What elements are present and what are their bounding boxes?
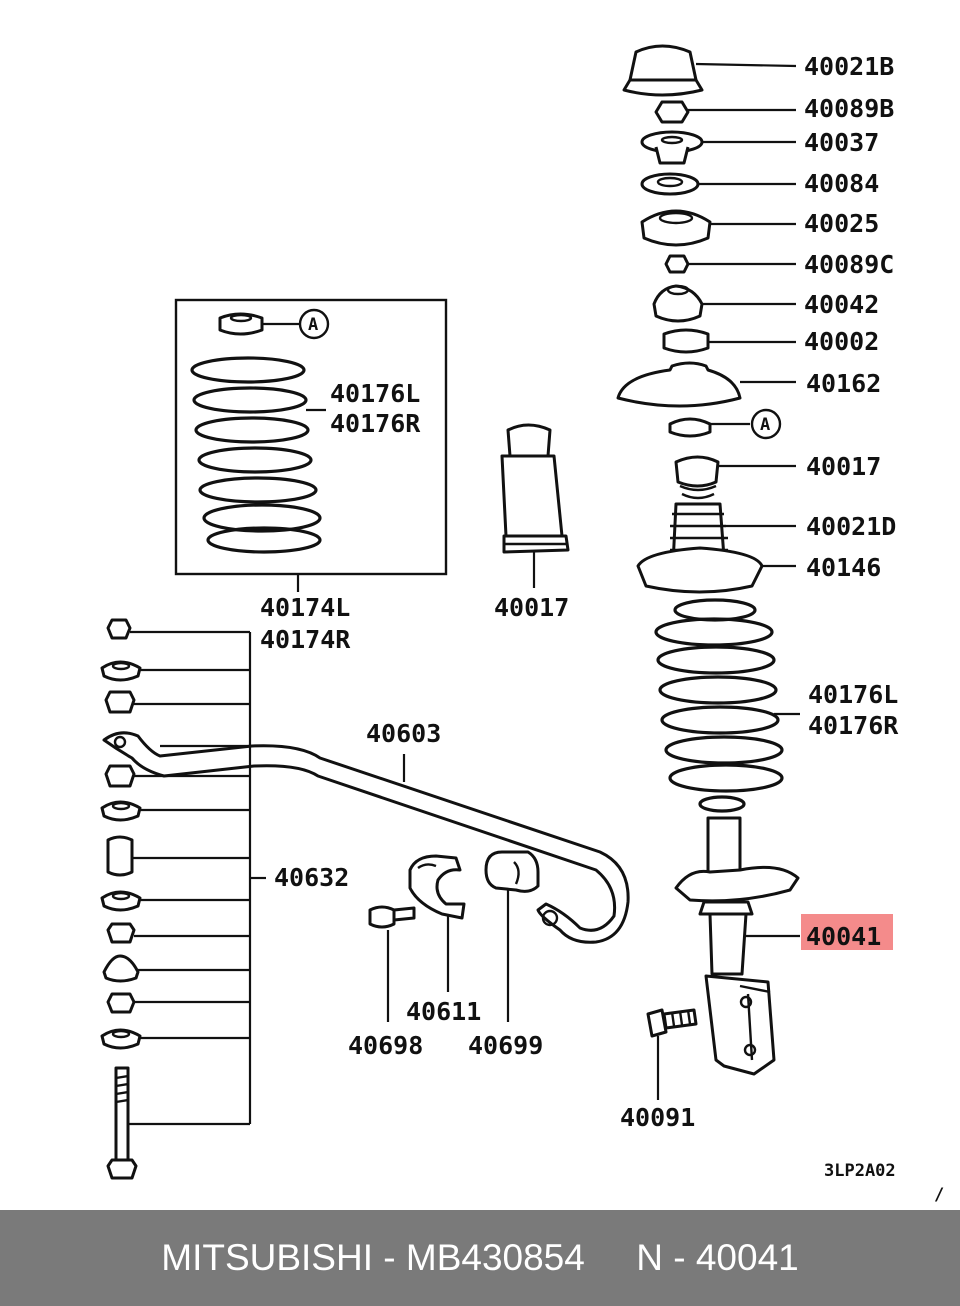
strut-coil-spring [654,598,784,813]
label-40176R-right: 40176R [808,711,899,740]
label-40162: 40162 [806,369,881,398]
label-40025: 40025 [804,209,879,238]
strut-seat-40162 [616,361,742,408]
link-stack-bracket [128,630,266,1126]
strut-bracket-40042 [652,284,704,323]
link-stack [100,618,142,1180]
label-40632: 40632 [274,863,349,892]
strut-bushing-A [668,417,712,438]
strut-bushing-40002 [662,328,710,354]
stabilizer-bolt [368,905,416,1022]
label-40146: 40146 [806,553,881,582]
strut-spring-seat-40146 [636,546,764,594]
spring-set-box [174,298,448,592]
strut-washer-40084 [640,172,700,196]
label-40176L-box: 40176L [330,379,420,408]
bump-stopper-center [500,423,570,588]
label-40037: 40037 [804,128,879,157]
label-40017-right: 40017 [806,452,881,481]
highlight-box [801,914,893,950]
tick-mark: / [934,1185,944,1205]
label-40174R: 40174R [260,625,351,654]
label-40002: 40002 [804,327,879,356]
label-40017-center: 40017 [494,593,569,622]
label-40021D: 40021D [806,512,896,541]
label-40089B: 40089B [804,94,894,123]
strut-bump-stopper-40017 [674,455,720,500]
circle-a-right-letter: A [760,415,770,435]
label-40176L-right: 40176L [808,680,898,709]
right-leader-lines [656,62,800,1100]
strut-bolt-40091 [646,1008,698,1038]
strut-nut-upper [654,100,690,124]
strut-insulator-40025 [640,209,712,247]
label-40041-highlighted: 40041 [806,922,881,951]
label-40698: 40698 [348,1031,423,1060]
label-40176R-box: 40176R [330,409,421,438]
parts-diagram: 40021B 40089B 40037 40084 40025 40089C 4… [100,44,944,1205]
label-40699: 40699 [468,1031,543,1060]
label-40021B: 40021B [804,52,894,81]
strut-shock-absorber [674,816,800,1076]
stabilizer-clamp [408,854,466,992]
stabilizer-bushing [484,850,540,1022]
strut-washer-40037 [640,130,704,165]
part-labels: 40021B 40089B 40037 40084 40025 40089C 4… [260,52,944,1205]
strut-nut-40089C [664,254,690,274]
label-40084: 40084 [804,169,879,198]
circle-a-right [750,408,782,440]
label-40091: 40091 [620,1103,695,1132]
label-40603: 40603 [366,719,441,748]
diagram-code: 3LP2A02 [824,1161,896,1181]
label-40089C: 40089C [804,250,894,279]
stabilizer-bar [102,731,630,944]
part-number-footer: MITSUBISHI - MB430854 N - 40041 [0,1210,960,1306]
label-40611: 40611 [406,997,481,1026]
strut-top-mount [622,44,704,97]
footer-text: MITSUBISHI - MB430854 N - 40041 [161,1237,799,1278]
label-40042: 40042 [804,290,879,319]
label-40174L: 40174L [260,593,350,622]
circle-a-box-letter: A [308,315,318,335]
